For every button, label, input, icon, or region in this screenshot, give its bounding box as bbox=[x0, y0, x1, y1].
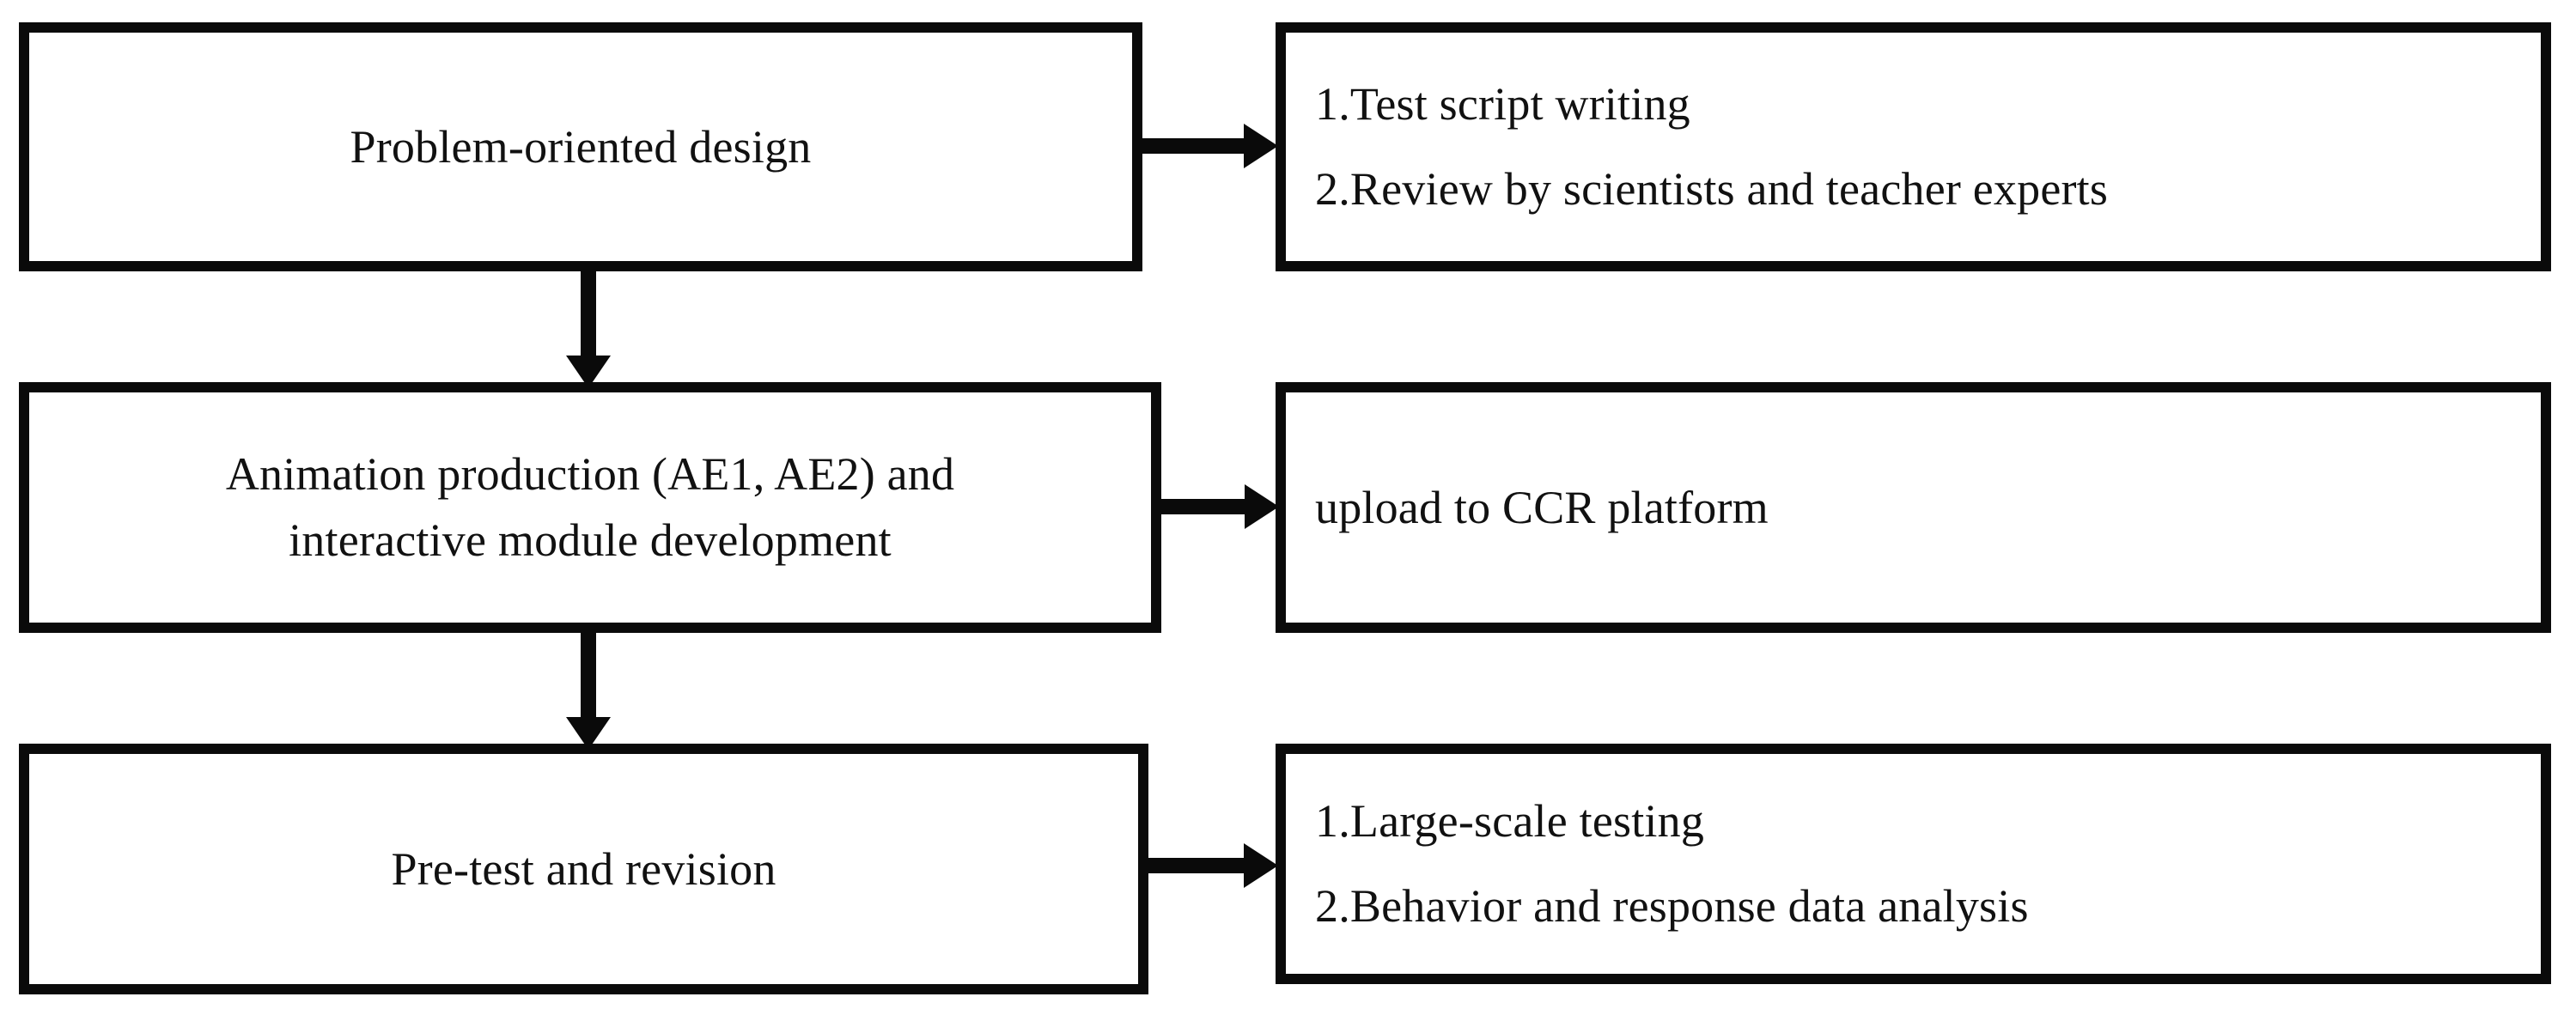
node-problem-oriented-design-line-1: Problem-oriented design bbox=[350, 120, 812, 173]
node-pre-test-and-revision-line-1: Pre-test and revision bbox=[391, 842, 776, 895]
node-testing-and-data-analysis-line-1: 1.Large-scale testing bbox=[1315, 795, 1705, 848]
node-test-script-and-review-line-2: 2.Review by scientists and teacher exper… bbox=[1315, 163, 2109, 215]
node-animation-production[interactable]: Animation production (AE1, AE2) and inte… bbox=[19, 382, 1161, 633]
arrow-right-animation-to-upload bbox=[1156, 472, 1281, 541]
arrow-right-pretest-to-analysis bbox=[1142, 831, 1280, 900]
node-test-script-and-review[interactable]: 1.Test script writing 2.Review by scient… bbox=[1276, 22, 2551, 271]
node-test-script-and-review-line-1: 1.Test script writing bbox=[1315, 78, 1690, 131]
node-animation-production-line-1: Animation production (AE1, AE2) and bbox=[225, 448, 955, 501]
node-testing-and-data-analysis[interactable]: 1.Large-scale testing 2.Behavior and res… bbox=[1276, 744, 2551, 984]
node-upload-to-ccr-platform[interactable]: upload to CCR platform bbox=[1276, 382, 2551, 633]
node-upload-to-ccr-platform-line-1: upload to CCR platform bbox=[1315, 481, 1769, 533]
node-testing-and-data-analysis-line-2: 2.Behavior and response data analysis bbox=[1315, 880, 2029, 932]
arrow-down-animation-to-pretest bbox=[554, 624, 623, 751]
arrow-down-problem-design-to-animation bbox=[554, 263, 623, 390]
node-problem-oriented-design[interactable]: Problem-oriented design bbox=[19, 22, 1142, 271]
node-animation-production-line-2: interactive module development bbox=[289, 514, 892, 566]
arrow-right-problem-design-to-script-review bbox=[1142, 112, 1280, 180]
node-pre-test-and-revision[interactable]: Pre-test and revision bbox=[19, 744, 1148, 994]
